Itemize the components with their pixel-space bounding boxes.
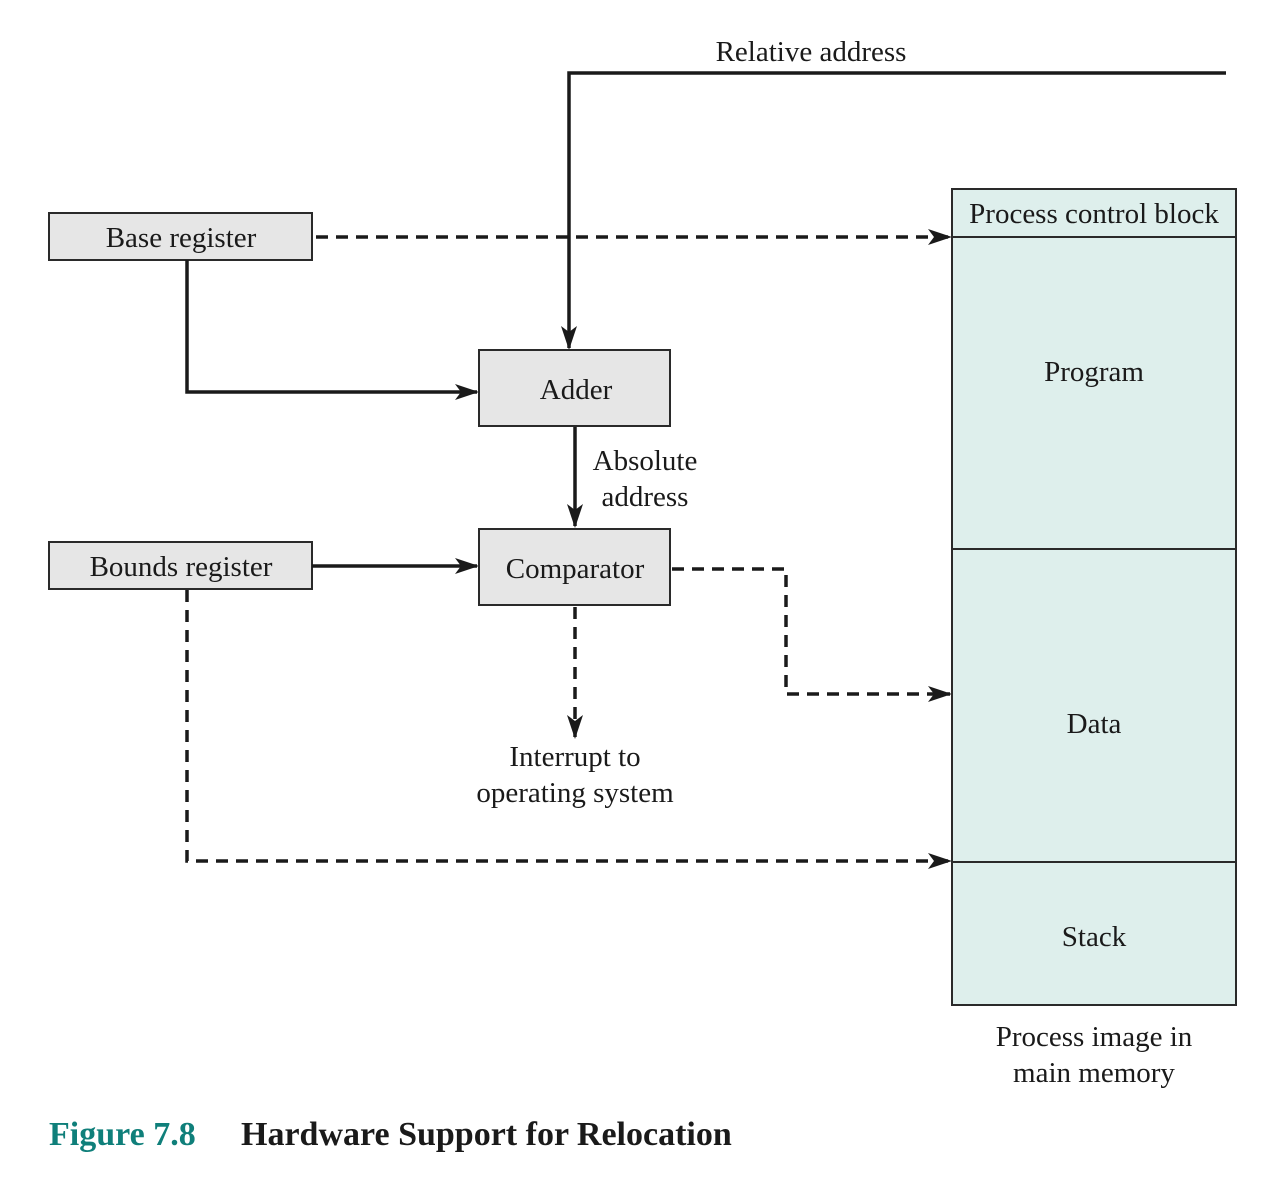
stack-label: Stack: [1062, 921, 1127, 953]
base-to-adder-arrow: [185, 260, 479, 400]
bounds-register: Bounds register: [48, 541, 313, 590]
relative-address-arrow: [561, 71, 1226, 350]
relative-address-label: Relative address: [716, 36, 907, 68]
process-image-caption-1: Process image in: [996, 1021, 1193, 1053]
data-label: Data: [1067, 708, 1122, 740]
bounds-register-label: Bounds register: [90, 551, 273, 583]
comparator-label: Comparator: [506, 553, 645, 585]
comparator: Comparator: [478, 528, 671, 606]
process-image: Process control block Program Data Stack: [951, 188, 1237, 1006]
absolute-address-label-1: Absolute: [593, 445, 698, 477]
comparator-to-data-arrow: [672, 567, 952, 702]
figure-number: Figure 7.8: [49, 1116, 196, 1153]
interrupt-label-2: operating system: [476, 777, 674, 809]
bounds-to-stack-arrow: [185, 590, 952, 869]
adder-label: Adder: [540, 374, 613, 406]
program-label: Program: [1044, 356, 1144, 388]
pcb-label: Process control block: [969, 198, 1219, 230]
interrupt-label-1: Interrupt to: [509, 741, 640, 773]
base-register-label: Base register: [106, 222, 257, 254]
process-image-caption-2: main memory: [1013, 1057, 1175, 1089]
absolute-address-label-2: address: [602, 481, 689, 513]
figure-title: Hardware Support for Relocation: [241, 1116, 732, 1153]
base-register: Base register: [48, 212, 313, 261]
adder: Adder: [478, 349, 671, 427]
